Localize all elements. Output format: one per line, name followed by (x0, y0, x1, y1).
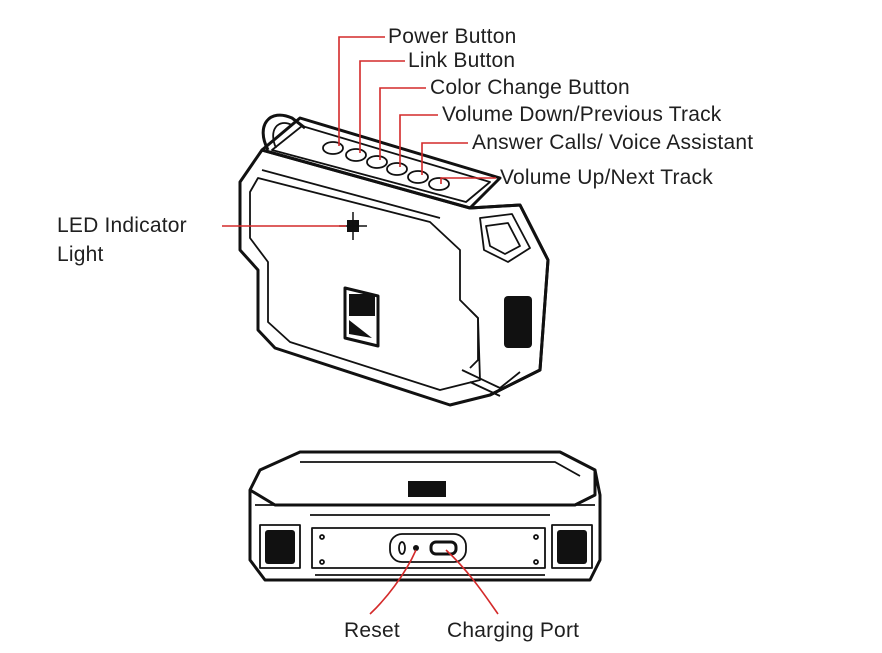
speaker-bottom-view (248, 450, 602, 582)
status-led-hole (398, 541, 406, 555)
leader-volume-down (399, 114, 438, 167)
label-volume-down: Volume Down/Previous Track (442, 103, 722, 126)
label-led-indicator-line1: LED Indicator (57, 214, 187, 237)
leader-power (338, 36, 385, 146)
label-color-change-button: Color Change Button (430, 76, 630, 99)
reset-pinhole (413, 545, 419, 551)
bottom-logo (408, 481, 446, 497)
leader-color (379, 87, 426, 160)
leader-link (359, 60, 405, 153)
side-vent (504, 296, 532, 348)
label-reset: Reset (344, 619, 400, 642)
port-panel (311, 527, 546, 569)
label-link-button: Link Button (408, 49, 516, 72)
label-led-indicator-line2: Light (57, 243, 104, 266)
label-answer-calls: Answer Calls/ Voice Assistant (472, 131, 754, 154)
top-face (260, 116, 502, 210)
usb-c-port (429, 540, 458, 556)
speaker-top-view (238, 113, 550, 407)
leader-answer (421, 142, 468, 175)
led-indicator-icon (339, 212, 367, 240)
top-buttons (322, 141, 450, 191)
leader-reset (369, 549, 417, 615)
leader-lines (222, 36, 499, 615)
port-recess (389, 533, 467, 563)
leader-charging (445, 549, 499, 615)
label-charging-port: Charging Port (447, 619, 580, 642)
bottom-top-face (248, 450, 597, 507)
label-power-button: Power Button (388, 25, 517, 48)
bottom-front-body (248, 469, 602, 582)
label-volume-up: Volume Up/Next Track (500, 166, 713, 189)
leader-volume-up (440, 177, 496, 184)
carry-strap (261, 113, 306, 151)
brand-logo-badge (343, 286, 380, 348)
